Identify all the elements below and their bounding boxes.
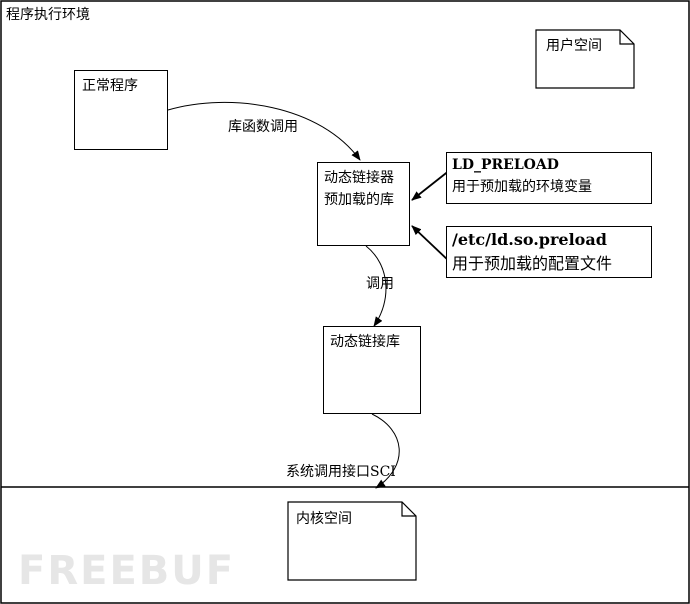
ld-preload-name: LD_PRELOAD <box>452 157 559 173</box>
etc-preload-name: /etc/ld.so.preload <box>452 230 607 249</box>
user-space-note <box>535 29 635 89</box>
etc-preload-desc: 用于预加载的配置文件 <box>452 254 613 273</box>
dynamic-lib-box: 动态链接库 <box>323 326 421 414</box>
kernel-space-note <box>287 501 417 581</box>
etc-preload-box: /etc/ld.so.preload 用于预加载的配置文件 <box>446 226 652 278</box>
normal-program-box: 正常程序 <box>74 70 168 150</box>
dynamic-linker-box: 动态链接器 预加载的库 <box>317 162 410 246</box>
ld-preload-arrow <box>411 169 451 201</box>
linker-line1: 动态链接器 <box>324 170 394 186</box>
lib-call-label: 库函数调用 <box>228 119 298 135</box>
freebuf-watermark: FREEBUF <box>18 548 236 594</box>
call-label: 调用 <box>366 276 394 292</box>
user-space-note-fold <box>619 30 634 45</box>
env-title: 程序执行环境 <box>6 7 90 23</box>
lib-call-arrow <box>167 101 361 161</box>
call-arrow <box>365 245 387 327</box>
ld-preload-desc: 用于预加载的环境变量 <box>452 179 592 195</box>
ld-preload-box: LD_PRELOAD 用于预加载的环境变量 <box>446 152 652 204</box>
linker-line2: 预加载的库 <box>324 192 394 208</box>
sci-label: 系统调用接口SCI <box>286 464 396 480</box>
dynamic-lib-label: 动态链接库 <box>330 334 400 350</box>
kernel-space-label: 内核空间 <box>296 511 352 527</box>
user-space-label: 用户空间 <box>546 38 602 54</box>
kernel-space-note-fold <box>401 502 416 517</box>
etc-preload-arrow <box>411 225 451 263</box>
sci-arrow <box>371 413 400 489</box>
normal-program-label: 正常程序 <box>82 78 138 94</box>
